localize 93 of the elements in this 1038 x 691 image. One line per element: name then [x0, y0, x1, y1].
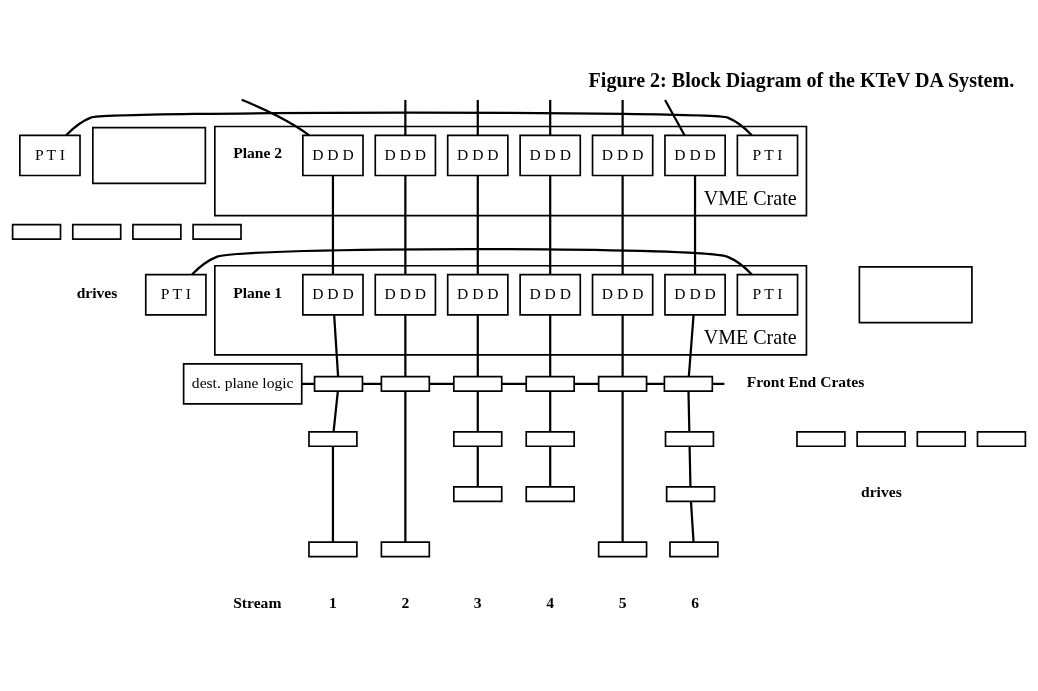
connector — [476, 391, 479, 432]
connector — [688, 446, 692, 487]
connector — [549, 99, 552, 135]
node-box — [453, 375, 503, 392]
node-box: D D D — [519, 273, 582, 316]
node-box — [525, 375, 575, 392]
connector — [241, 98, 310, 136]
connector — [362, 382, 382, 385]
connector — [549, 446, 552, 487]
node-box: D D D — [302, 134, 364, 176]
node-label: Plane 2 — [233, 143, 283, 161]
node-box — [71, 223, 122, 240]
node-box — [856, 430, 906, 447]
node-box — [664, 430, 715, 447]
node-box — [11, 223, 62, 240]
connector — [332, 390, 339, 432]
node-box — [858, 265, 973, 323]
connector — [712, 382, 725, 385]
connector — [621, 175, 624, 274]
node-box: D D D — [591, 134, 654, 176]
node-box: D D D — [664, 273, 726, 316]
connector — [621, 314, 624, 377]
connector — [549, 391, 552, 432]
node-box: P T I — [19, 134, 81, 176]
connector — [574, 382, 599, 385]
connector — [476, 99, 479, 135]
connector — [404, 175, 407, 274]
connector — [549, 175, 552, 274]
connector — [621, 390, 624, 542]
connector — [331, 175, 335, 274]
connector — [476, 446, 479, 487]
node-box: D D D — [374, 273, 437, 316]
connector — [501, 382, 526, 385]
node-box: P T I — [736, 273, 799, 316]
connector — [404, 99, 407, 135]
node-box — [669, 540, 719, 557]
node-box — [976, 430, 1027, 447]
connector — [404, 314, 407, 377]
label: drives — [861, 482, 902, 500]
node-box — [380, 375, 431, 392]
connector — [404, 390, 407, 542]
label: drives — [76, 283, 118, 301]
label: 3 — [473, 593, 482, 610]
connector — [549, 314, 552, 377]
label: 2 — [401, 593, 410, 610]
node-box: dest. plane logic — [182, 362, 303, 405]
node-box — [308, 430, 358, 447]
node-box: D D D — [446, 273, 509, 316]
label: Stream — [233, 593, 282, 610]
node-box — [313, 375, 364, 392]
node-box — [916, 430, 967, 447]
node-box — [525, 485, 575, 502]
node-box: D D D — [519, 134, 582, 176]
node-box — [380, 540, 431, 557]
node-box — [663, 375, 714, 392]
node-box — [308, 540, 358, 557]
node-box — [92, 126, 207, 184]
connector — [689, 501, 695, 542]
connector — [664, 98, 686, 136]
node-label: Plane 1 — [233, 283, 283, 301]
node-box: P T I — [144, 273, 207, 316]
node-box — [525, 430, 575, 447]
connector — [191, 247, 753, 275]
connector — [429, 382, 454, 385]
node-box — [597, 375, 648, 392]
connector — [476, 175, 479, 274]
connector — [65, 111, 753, 136]
node-box — [453, 485, 503, 502]
node-box — [192, 223, 242, 240]
label: 4 — [546, 593, 555, 610]
label: 5 — [618, 593, 627, 610]
node-box: D D D — [446, 134, 509, 176]
connector — [687, 314, 695, 377]
connector — [333, 314, 340, 377]
node-box: D D D — [664, 134, 726, 176]
node-box: D D D — [374, 134, 437, 176]
diagram-title: Figure 2: Block Diagram of the KTeV DA System. — [588, 68, 1015, 91]
node-box — [665, 485, 716, 502]
node-box: D D D — [302, 273, 364, 316]
node-box — [597, 540, 648, 557]
node-box — [132, 223, 182, 240]
connector — [331, 446, 335, 542]
label: Front End Crates — [746, 372, 865, 390]
label: 1 — [329, 593, 337, 610]
connector — [621, 99, 624, 135]
label: 6 — [691, 593, 699, 610]
connector — [476, 314, 479, 377]
node-box: D D D — [591, 273, 654, 316]
node-box — [796, 430, 846, 447]
node-box — [453, 430, 503, 447]
connector — [687, 390, 691, 432]
connector — [693, 175, 697, 274]
node-box: P T I — [736, 134, 799, 176]
